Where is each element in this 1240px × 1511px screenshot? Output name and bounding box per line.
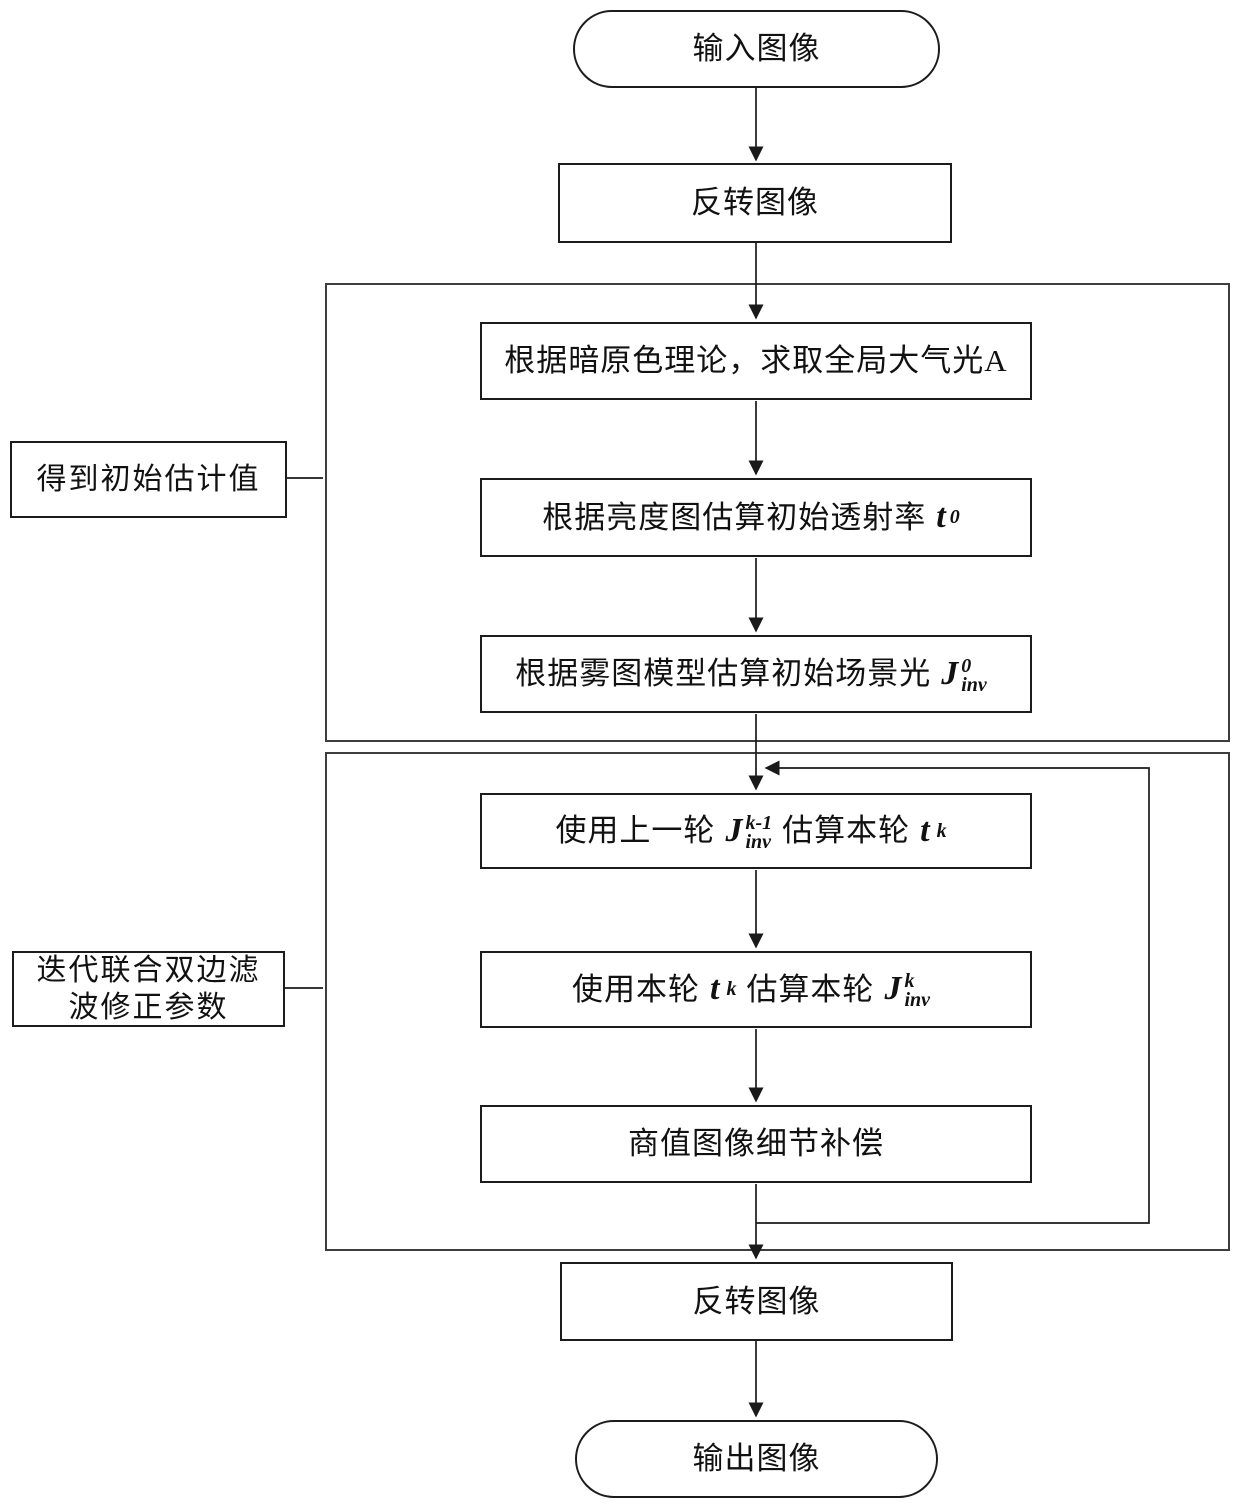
node-initial-transmission: 根据亮度图估算初始透射率 t 0 — [480, 478, 1032, 557]
group-initial-estimation — [325, 283, 1230, 742]
node-invert-image-top: 反转图像 — [558, 163, 952, 243]
math-t0-base: t — [936, 498, 947, 536]
node-atmospheric-light: 根据暗原色理论，求取全局大气光A — [480, 322, 1032, 400]
math-jk1inv-scripts: k-1 inv — [745, 811, 773, 853]
node-detail-compensation: 商值图像细节补偿 — [480, 1105, 1032, 1183]
math-tk2: t k — [710, 969, 736, 1010]
label-iterative-filtering: 迭代联合双边滤 波修正参数 — [12, 951, 285, 1027]
math-t0: t 0 — [936, 497, 959, 538]
node-estimate-tk-text-before: 使用上一轮 — [555, 813, 716, 849]
math-j0inv-scripts: 0 inv — [961, 654, 987, 696]
node-output-image: 输出图像 — [575, 1420, 938, 1498]
node-estimate-jk: 使用本轮 t k 估算本轮 J k inv — [480, 951, 1032, 1028]
label-iterative-filtering-line2: 波修正参数 — [68, 991, 229, 1024]
math-jk1inv-sup: k-1 — [745, 811, 773, 834]
node-initial-transmission-text: 根据亮度图估算初始透射率 — [542, 499, 927, 535]
math-jkinv: J k inv — [884, 969, 930, 1010]
node-estimate-jk-text-before: 使用本轮 — [571, 971, 700, 1007]
node-atmospheric-light-label: 根据暗原色理论，求取全局大气光A — [504, 343, 1008, 379]
math-t0-sub: 0 — [949, 506, 960, 529]
node-invert-image-bottom-label: 反转图像 — [692, 1283, 821, 1319]
node-estimate-tk: 使用上一轮 J k-1 inv 估算本轮 t k — [480, 793, 1032, 869]
group-iterative-filtering — [325, 752, 1230, 1251]
node-input-image-label: 输入图像 — [692, 31, 821, 67]
math-j0inv: J 0 inv — [941, 654, 987, 695]
node-estimate-jk-text-mid: 估算本轮 — [746, 971, 875, 1007]
node-initial-scene-light: 根据雾图模型估算初始场景光 J 0 inv — [480, 635, 1032, 713]
math-tk-sup: k — [936, 819, 947, 842]
math-j0inv-base: J — [941, 654, 960, 692]
math-jkinv-scripts: k inv — [904, 970, 930, 1012]
math-tk2-sup: k — [726, 978, 737, 1001]
math-tk: t k — [920, 811, 946, 852]
node-invert-image-top-label: 反转图像 — [691, 185, 819, 221]
label-iterative-filtering-line1: 迭代联合双边滤 — [36, 953, 261, 987]
node-estimate-tk-text-mid: 估算本轮 — [782, 813, 911, 849]
math-jk1inv-sub: inv — [745, 830, 771, 853]
node-input-image: 输入图像 — [573, 10, 940, 88]
math-tk2-base: t — [709, 970, 721, 1008]
math-jkinv-sup: k — [904, 970, 915, 993]
math-j0inv-sub: inv — [961, 673, 987, 696]
node-initial-scene-light-text: 根据雾图模型估算初始场景光 — [515, 656, 932, 692]
label-initial-estimate-text: 得到初始估计值 — [36, 462, 261, 496]
math-tk-base: t — [920, 811, 931, 849]
node-output-image-label: 输出图像 — [692, 1441, 821, 1477]
node-invert-image-bottom: 反转图像 — [560, 1262, 953, 1341]
node-detail-compensation-label: 商值图像细节补偿 — [628, 1126, 884, 1162]
math-jk1inv: J k-1 inv — [725, 811, 772, 852]
math-jkinv-sub: inv — [904, 989, 930, 1012]
label-initial-estimate: 得到初始估计值 — [10, 441, 287, 518]
math-jk1inv-base: J — [725, 811, 744, 849]
math-j0inv-sup: 0 — [961, 654, 972, 677]
math-jkinv-base: J — [884, 970, 903, 1008]
